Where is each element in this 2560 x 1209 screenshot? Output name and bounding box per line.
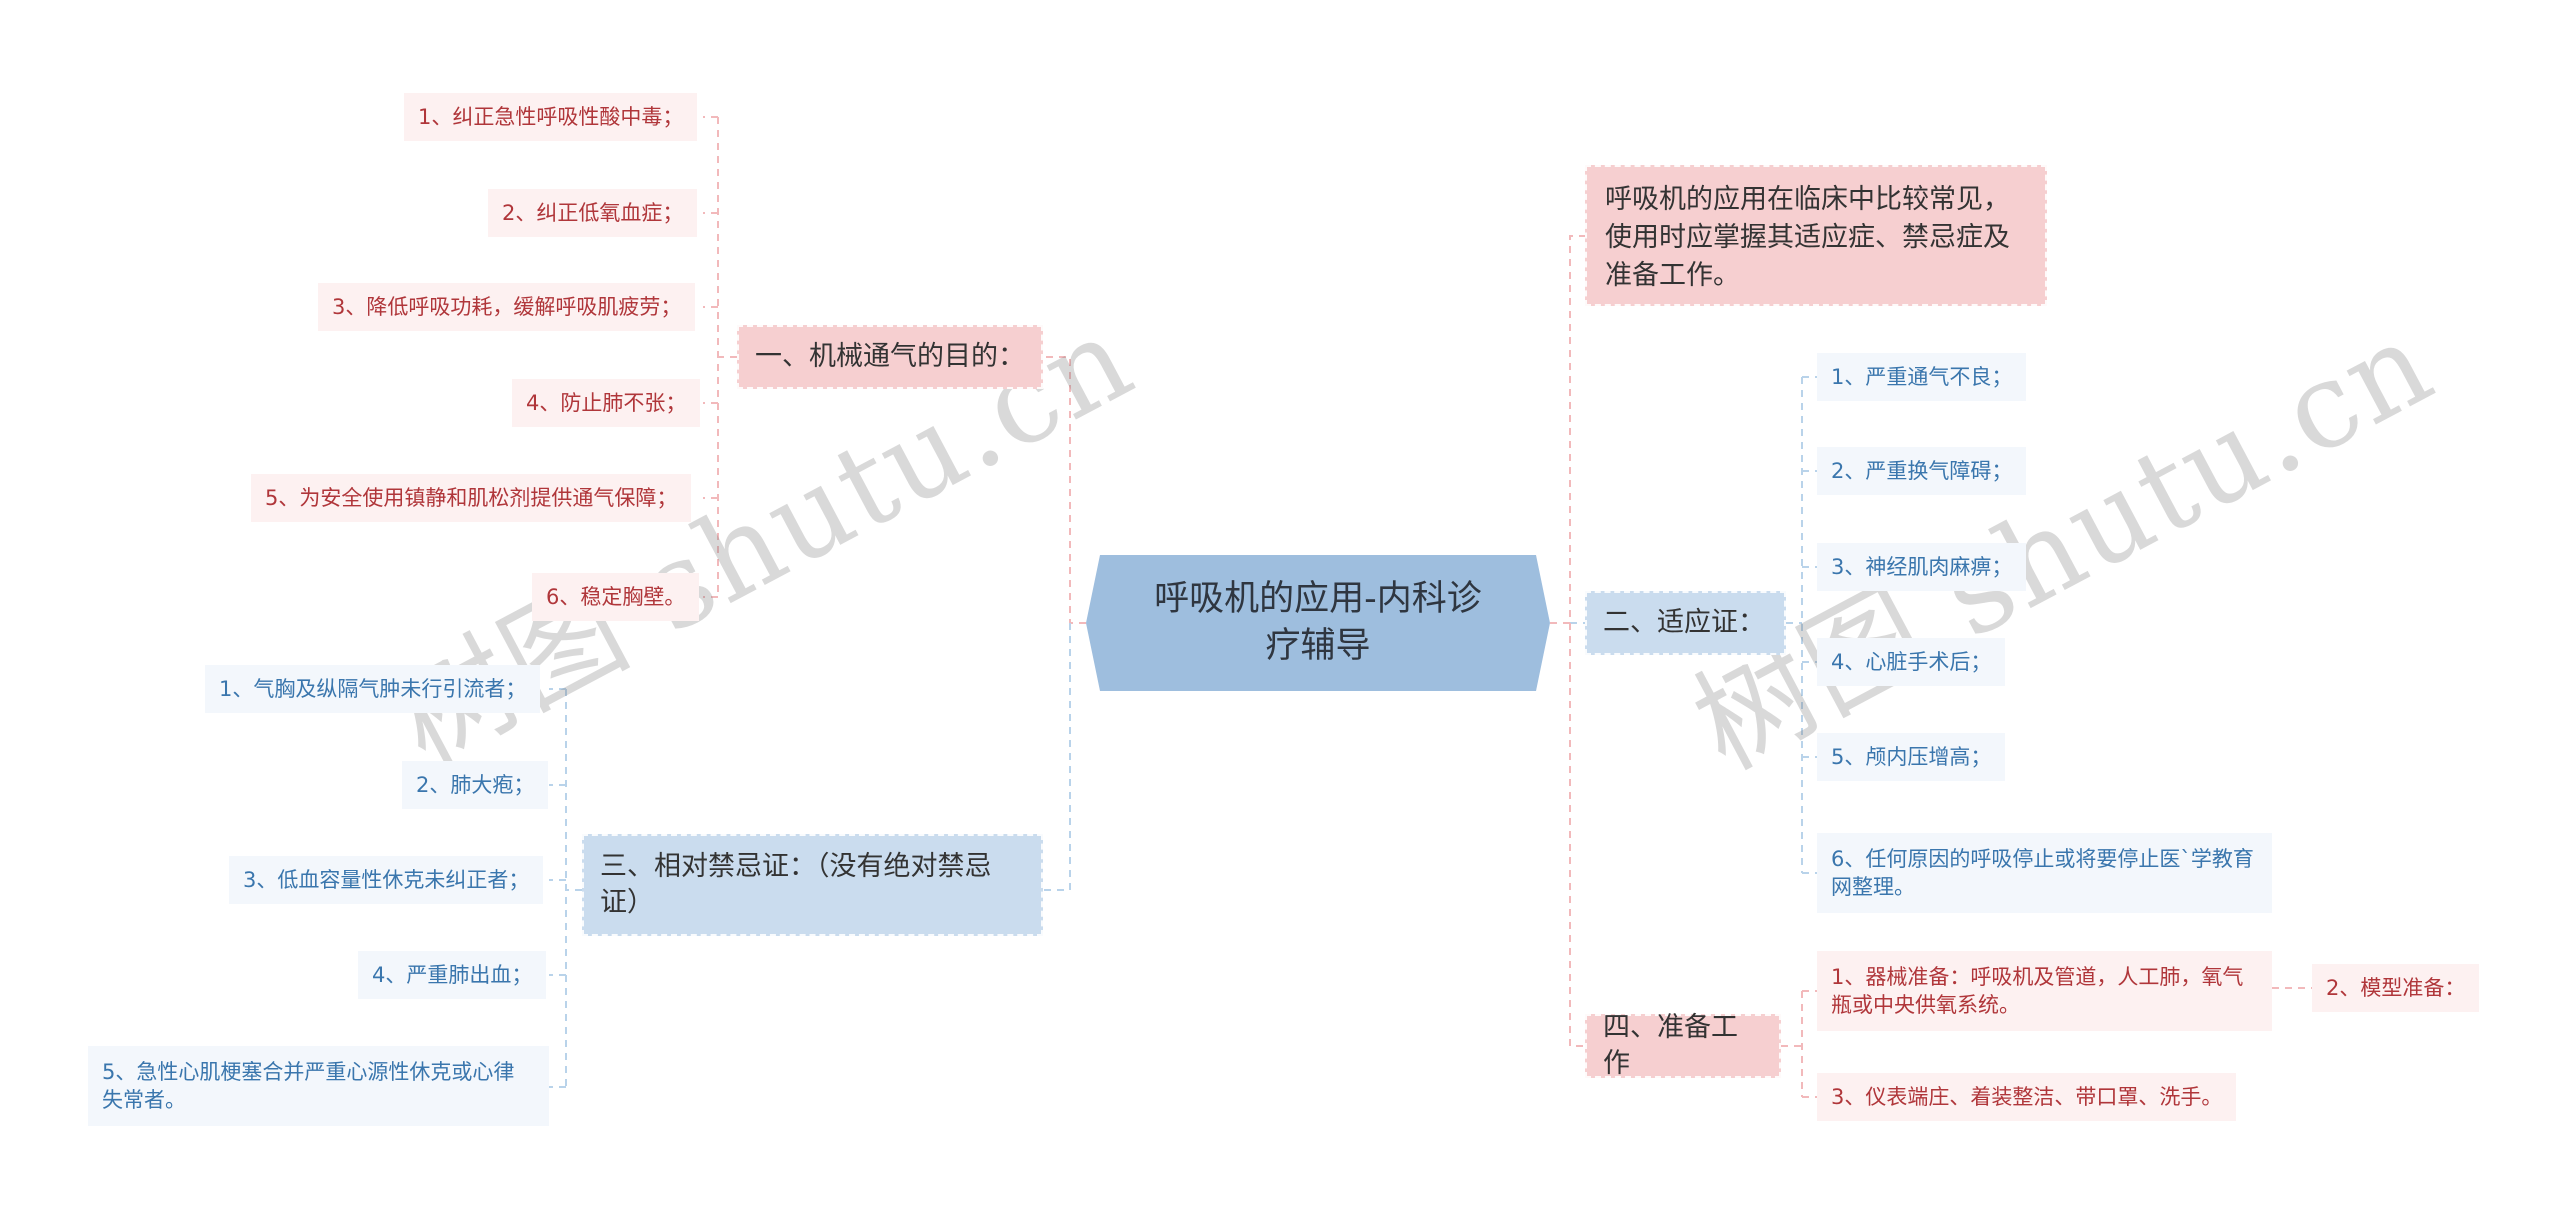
indication-item-2[interactable]: 2、严重换气障碍； <box>1817 447 2027 495</box>
purpose-item-5[interactable]: 5、为安全使用镇静和肌松剂提供通气保障； <box>251 474 692 522</box>
purpose-item-3[interactable]: 3、降低呼吸功耗，缓解呼吸肌疲劳； <box>318 283 696 331</box>
branch-purpose[interactable]: 一、机械通气的目的： <box>737 325 1043 389</box>
purpose-item-1[interactable]: 1、纠正急性呼吸性酸中毒； <box>404 93 698 141</box>
summary-note[interactable]: 呼吸机的应用在临床中比较常见，使用时应掌握其适应症、禁忌症及准备工作。 <box>1585 165 2047 306</box>
branch-preparation[interactable]: 四、准备工作 <box>1585 1012 1781 1079</box>
branch-indications-label: 二、适应证： <box>1603 607 1765 638</box>
contraindication-item-1[interactable]: 1、气胸及纵隔气肿未行引流者； <box>205 665 541 713</box>
branch-purpose-label: 一、机械通气的目的： <box>755 341 1025 372</box>
indication-item-5[interactable]: 5、颅内压增高； <box>1817 733 2006 781</box>
root-title: 呼吸机的应用-内科诊疗辅导 <box>1154 579 1482 666</box>
contraindication-item-3[interactable]: 3、低血容量性休克未纠正者； <box>229 856 544 904</box>
summary-note-text: 呼吸机的应用在临床中比较常见，使用时应掌握其适应症、禁忌症及准备工作。 <box>1605 184 2010 291</box>
indication-item-4[interactable]: 4、心脏手术后； <box>1817 638 2006 686</box>
indication-item-6[interactable]: 6、任何原因的呼吸停止或将要停止医`学教育网整理。 <box>1817 833 2272 913</box>
watermark-right: 树图 shutu.cn <box>1672 293 2454 796</box>
root-node[interactable]: 呼吸机的应用-内科诊疗辅导 <box>1086 555 1550 691</box>
branch-contraindications-label: 三、相对禁忌证：（没有绝对禁忌证） <box>600 851 992 918</box>
contraindication-item-4[interactable]: 4、严重肺出血； <box>358 951 547 999</box>
branch-indications[interactable]: 二、适应证： <box>1585 591 1786 655</box>
contraindication-item-5[interactable]: 5、急性心肌梗塞合并严重心源性休克或心律失常者。 <box>88 1046 549 1126</box>
contraindication-item-2[interactable]: 2、肺大疱； <box>402 761 549 809</box>
root-hexagon-shape <box>1086 555 1550 691</box>
branch-contraindications[interactable]: 三、相对禁忌证：（没有绝对禁忌证） <box>582 834 1043 936</box>
purpose-item-4[interactable]: 4、防止肺不张； <box>512 379 701 427</box>
preparation-sub-item-2[interactable]: 2、模型准备： <box>2312 964 2480 1012</box>
preparation-item-3[interactable]: 3、仪表端庄、着装整洁、带口罩、洗手。 <box>1817 1073 2237 1121</box>
purpose-item-6[interactable]: 6、稳定胸壁。 <box>532 573 700 621</box>
branch-preparation-label: 四、准备工作 <box>1603 1012 1738 1079</box>
preparation-item-1[interactable]: 1、器械准备：呼吸机及管道，人工肺，氧气瓶或中央供氧系统。 <box>1817 951 2272 1031</box>
indication-item-1[interactable]: 1、严重通气不良； <box>1817 353 2027 401</box>
purpose-item-2[interactable]: 2、纠正低氧血症； <box>488 189 698 237</box>
indication-item-3[interactable]: 3、神经肌肉麻痹； <box>1817 543 2027 591</box>
